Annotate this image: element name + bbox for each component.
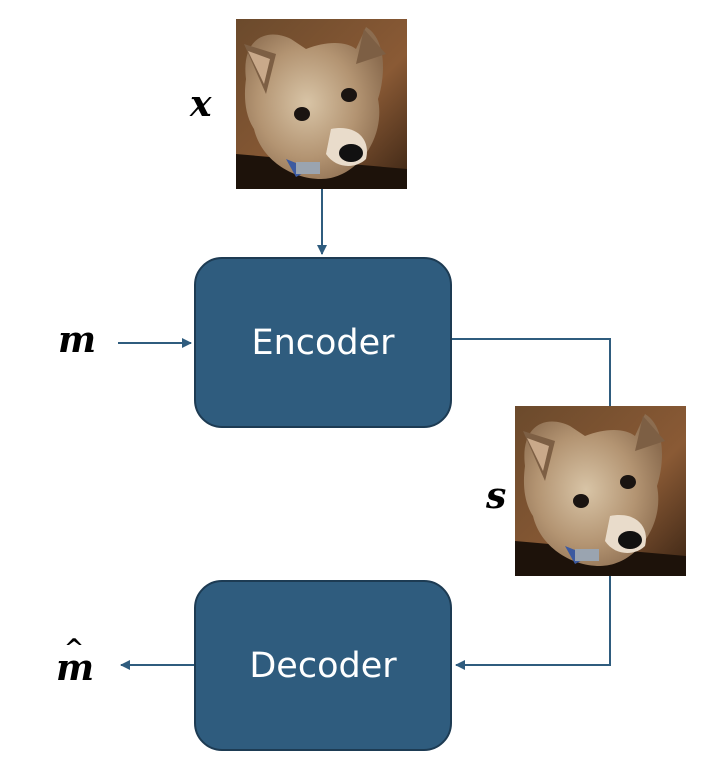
- line-encoder-to-stego: [452, 338, 611, 406]
- decoder-block: Decoder: [194, 580, 452, 751]
- encoder-block: Encoder: [194, 257, 452, 428]
- decoded-message-label: m ^: [56, 636, 95, 689]
- arrow-stego-to-decoder: [455, 576, 611, 670]
- input-image-photo: [236, 19, 407, 189]
- stego-image-label: s: [486, 475, 507, 517]
- dog-photo-icon: [515, 406, 686, 576]
- input-image-label: x: [190, 83, 212, 125]
- dog-photo-icon: [236, 19, 407, 189]
- hat-accent: ^: [64, 633, 85, 662]
- decoder-label: Decoder: [249, 645, 397, 686]
- message-label: m: [58, 319, 97, 361]
- encoder-label: Encoder: [251, 322, 395, 363]
- decoded-message-base: m: [56, 647, 95, 689]
- stego-image-photo: [515, 406, 686, 576]
